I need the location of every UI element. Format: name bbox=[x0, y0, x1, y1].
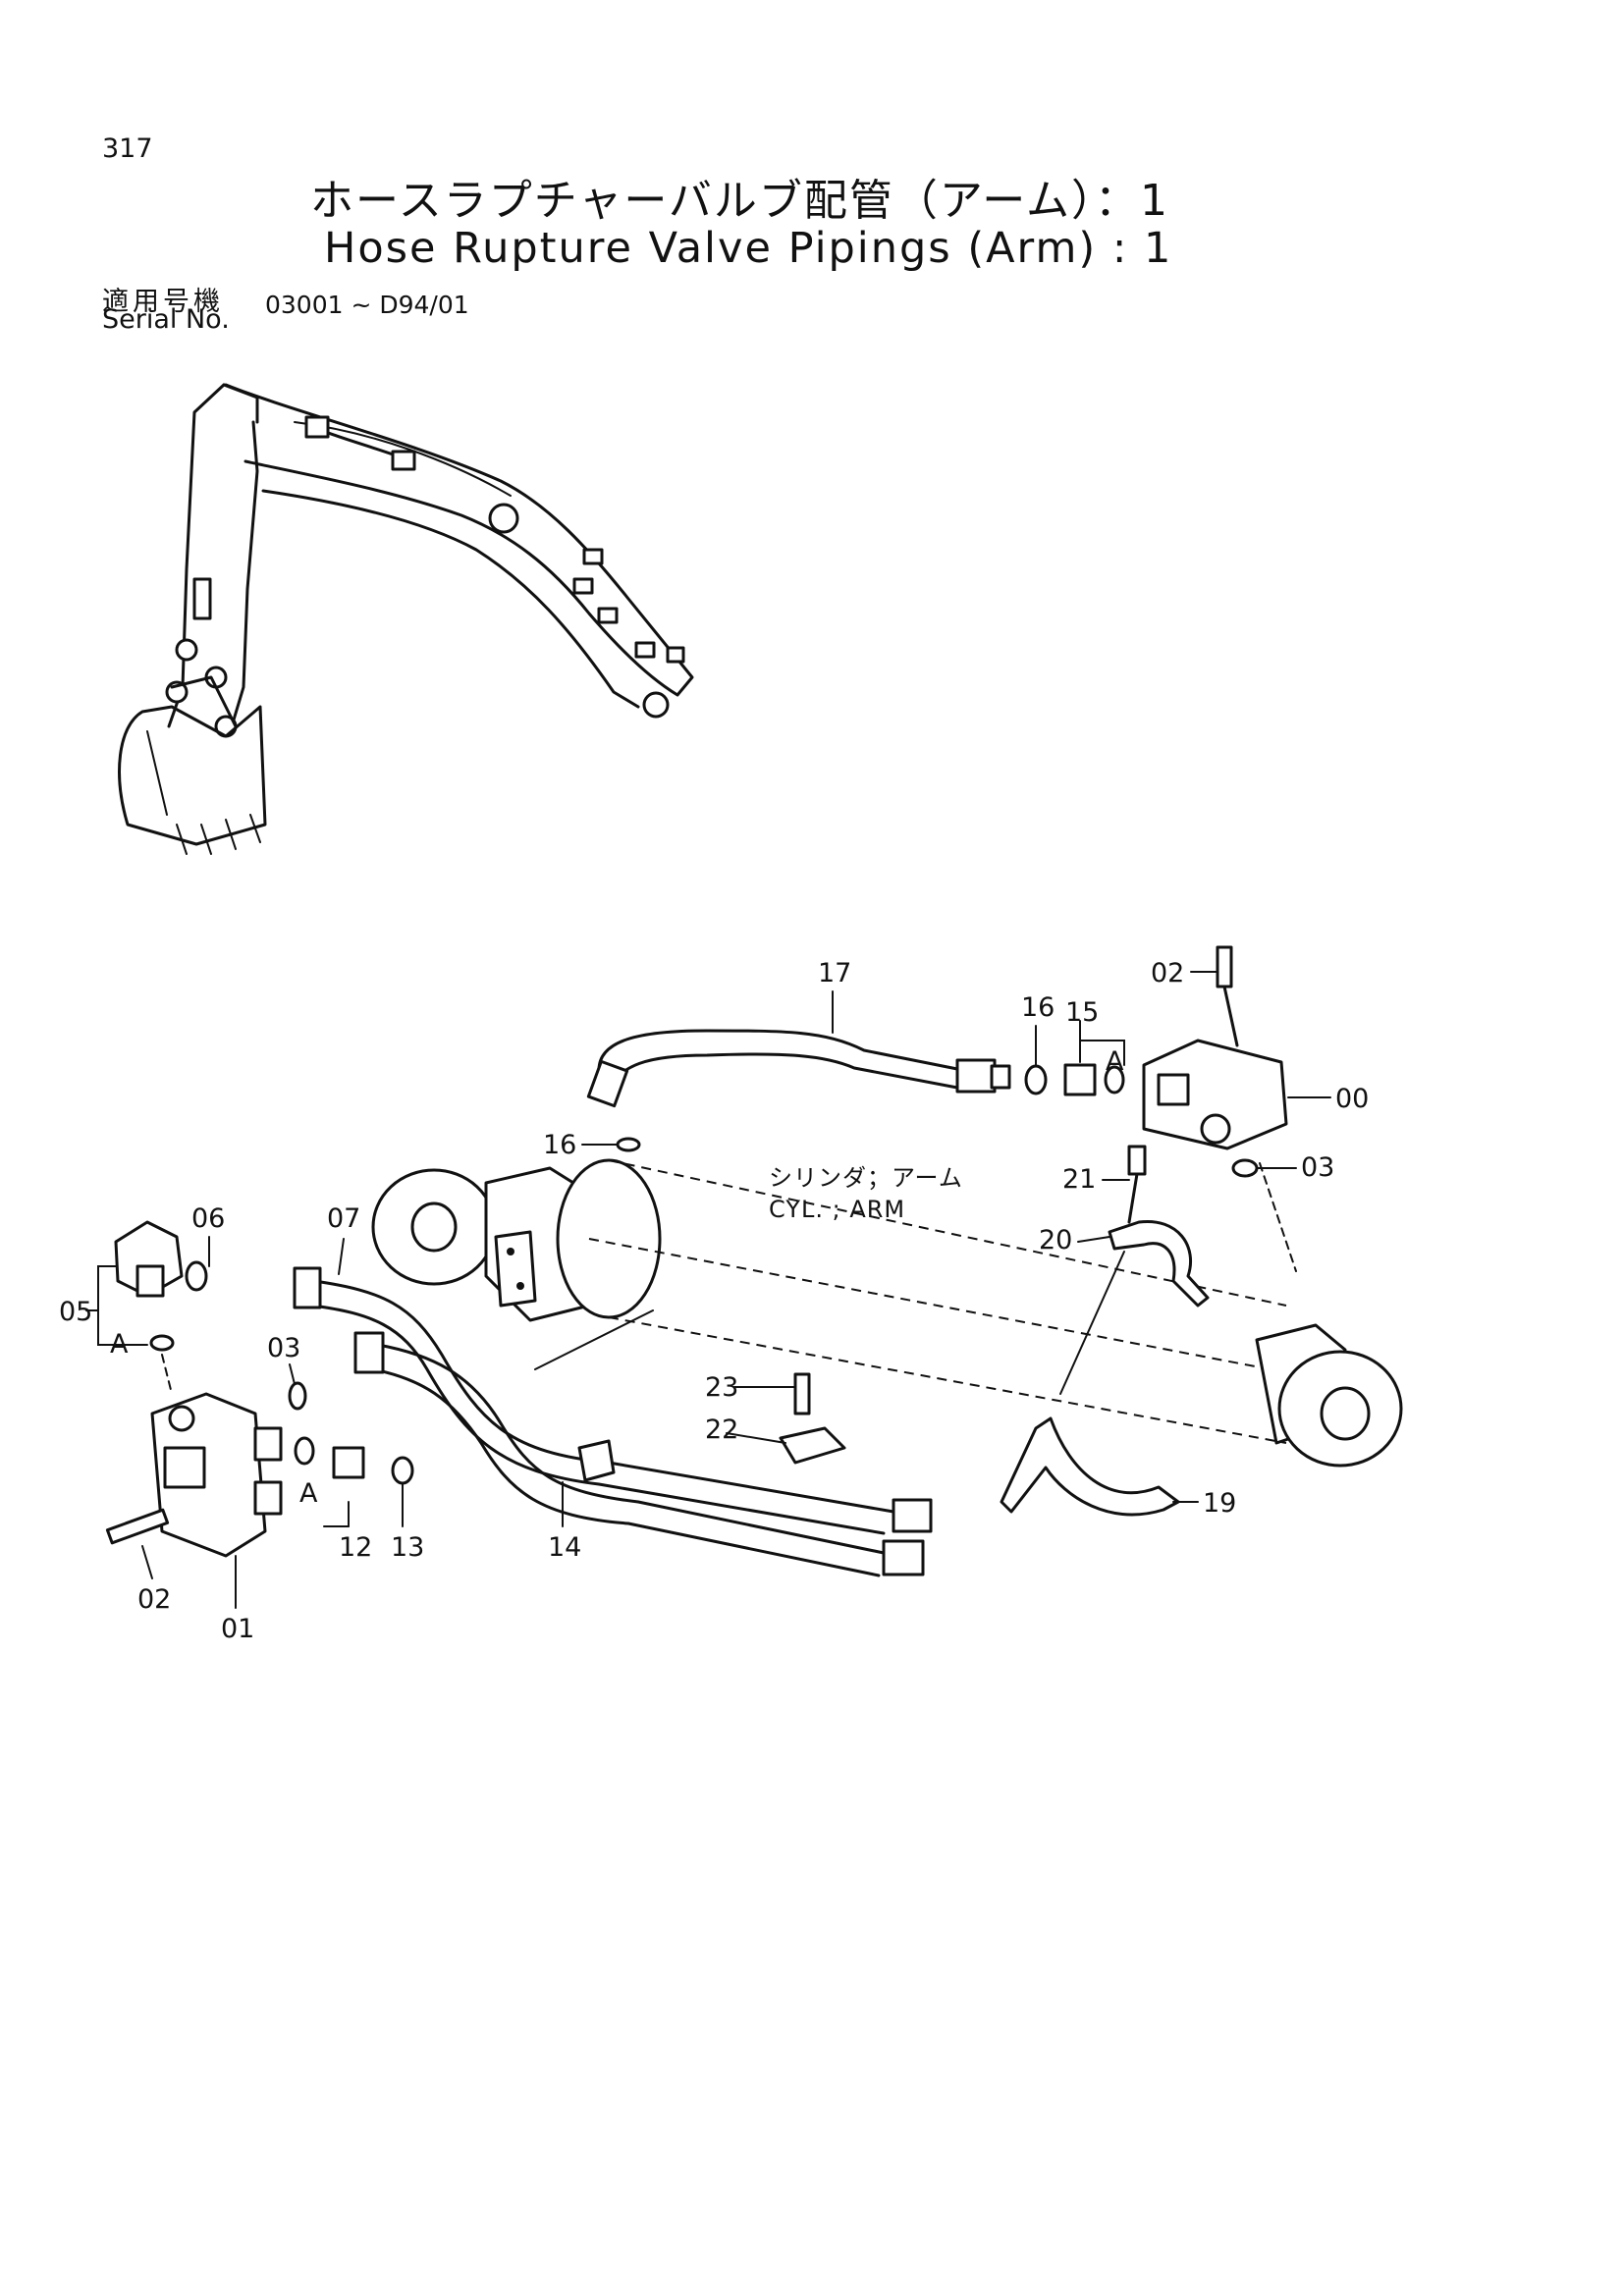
clamp-19 bbox=[1000, 1416, 1180, 1517]
adapter-12 bbox=[332, 1446, 365, 1479]
hose-rupture-valve-01 bbox=[150, 1392, 267, 1558]
pipe-17-assembly bbox=[586, 945, 1297, 1272]
lower-pipes bbox=[293, 1266, 933, 1577]
part-label-03-lower: 03 bbox=[267, 1333, 300, 1363]
part-label-05: 05 bbox=[59, 1297, 92, 1327]
boom-outline bbox=[224, 383, 694, 697]
cylinder-rod-eye bbox=[371, 1168, 497, 1286]
bucket bbox=[118, 705, 267, 846]
serial-range: 03001 ~ D94/01 bbox=[265, 291, 469, 319]
part-label-A-lower: A bbox=[299, 1478, 318, 1509]
clamp-20 bbox=[1108, 1219, 1210, 1308]
clamp-plate-22 bbox=[779, 1426, 846, 1465]
part-label-02-lower: 02 bbox=[137, 1584, 171, 1615]
pipe-14-nut bbox=[353, 1331, 385, 1374]
leader-lines bbox=[85, 971, 1331, 1609]
part-label-23: 23 bbox=[705, 1372, 738, 1403]
bolt-02-upper bbox=[1216, 945, 1233, 988]
cylinder-note-japanese: シリンダ；アーム bbox=[769, 1164, 963, 1192]
pipe-07-nut bbox=[293, 1266, 322, 1309]
pipe-17-nut bbox=[955, 1058, 997, 1094]
serial-label-english: Serial No. bbox=[102, 304, 230, 335]
page-title-japanese: ホースラプチャーバルブ配管（アーム）：1 bbox=[310, 176, 1169, 226]
excavator-attachment-illustration bbox=[118, 383, 694, 855]
part-label-07: 07 bbox=[327, 1203, 360, 1234]
part-label-12: 12 bbox=[339, 1532, 372, 1563]
part-label-22: 22 bbox=[705, 1415, 738, 1445]
page-number: 317 bbox=[102, 133, 153, 164]
part-label-06: 06 bbox=[191, 1203, 225, 1234]
arm-cylinder-assembly bbox=[371, 1158, 1403, 1468]
pipe-07 bbox=[312, 1279, 895, 1514]
bolt-02-lower bbox=[105, 1508, 170, 1545]
part-label-13: 13 bbox=[391, 1532, 424, 1563]
arm-inner-edge bbox=[230, 420, 259, 728]
o-ring-A-left bbox=[149, 1334, 175, 1352]
o-ring-03-lower bbox=[288, 1381, 307, 1411]
boom-lower-edge bbox=[261, 489, 640, 709]
o-ring-03-upper bbox=[1231, 1158, 1259, 1178]
cylinder-bottom-eye bbox=[1277, 1350, 1403, 1468]
part-label-20: 20 bbox=[1039, 1225, 1072, 1255]
o-ring-16-upper bbox=[1024, 1064, 1048, 1095]
o-ring-13 bbox=[391, 1456, 414, 1485]
adapter-15 bbox=[1063, 1063, 1097, 1096]
part-label-01: 01 bbox=[221, 1614, 254, 1644]
hose-rupture-valve-00 bbox=[1142, 1039, 1288, 1150]
part-labels: 17 16 15 02 00 A 03 16 21 20 06 07 05 A … bbox=[59, 958, 1369, 1644]
hose-rupture-valve-01-cluster bbox=[105, 1220, 414, 1558]
cylinder-note-english: CYL. ; ARM bbox=[769, 1196, 905, 1223]
part-label-17: 17 bbox=[818, 958, 851, 988]
bolt-23 bbox=[793, 1372, 811, 1415]
part-label-21: 21 bbox=[1062, 1164, 1096, 1195]
o-ring-A-lower bbox=[294, 1436, 315, 1466]
part-label-16-upper: 16 bbox=[1021, 992, 1055, 1023]
boom-foot-pin bbox=[642, 691, 670, 719]
part-label-00: 00 bbox=[1335, 1084, 1369, 1114]
pipe-fitting bbox=[577, 1439, 616, 1482]
part-label-A-upper: A bbox=[1106, 1046, 1124, 1077]
part-label-16-lower: 16 bbox=[543, 1130, 576, 1160]
bolt-21 bbox=[1127, 1145, 1147, 1176]
pipe-14 bbox=[376, 1343, 886, 1555]
part-label-A-left: A bbox=[110, 1329, 129, 1360]
o-ring-06 bbox=[185, 1260, 208, 1292]
pipe-17 bbox=[597, 1029, 964, 1072]
cylinder-port-flange bbox=[494, 1230, 537, 1308]
page-title-english: Hose Rupture Valve Pipings (Arm) : 1 bbox=[324, 224, 1173, 273]
part-label-03-upper: 03 bbox=[1301, 1152, 1334, 1183]
clamp-assembly bbox=[779, 1145, 1210, 1517]
arm-cylinder bbox=[192, 577, 212, 620]
serial-label-japanese: 適用号機 bbox=[102, 287, 224, 317]
part-label-02-upper: 02 bbox=[1151, 958, 1184, 988]
elbow-05 bbox=[114, 1220, 184, 1298]
part-label-14: 14 bbox=[548, 1532, 581, 1563]
boom-cylinder-pin bbox=[488, 503, 519, 534]
cylinder-barrel-end bbox=[556, 1158, 662, 1319]
part-label-19: 19 bbox=[1203, 1488, 1236, 1519]
part-label-15: 15 bbox=[1065, 997, 1099, 1028]
